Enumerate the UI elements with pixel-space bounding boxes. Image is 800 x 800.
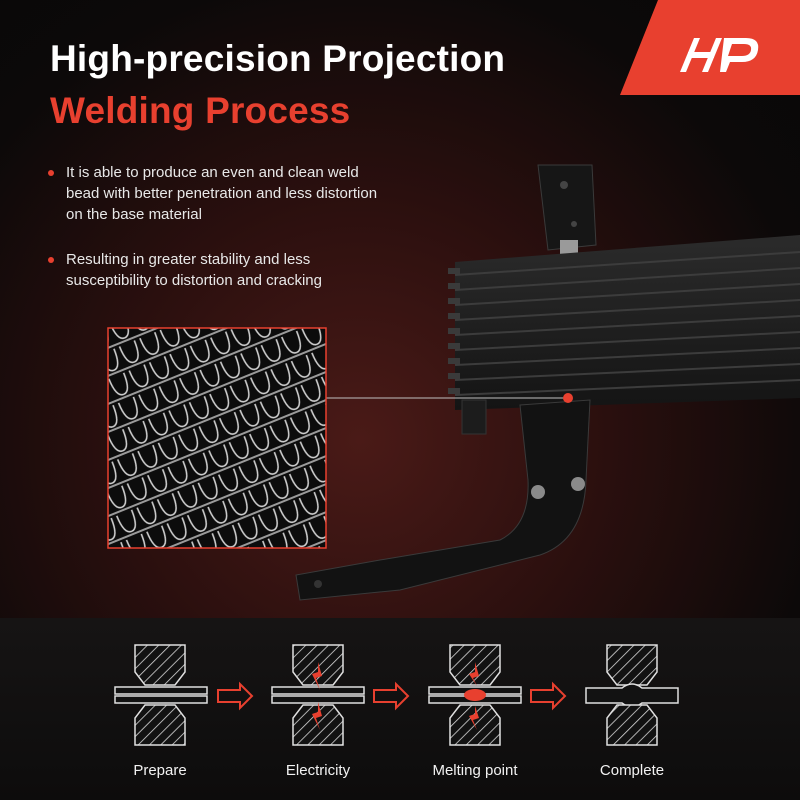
- page-title-line2: Welding Process: [50, 90, 351, 131]
- arrow-right-icon: [530, 681, 567, 711]
- bullet-text: Resulting in greater stability and less …: [66, 251, 322, 289]
- bullet-dot-icon: [48, 257, 54, 263]
- bullet-item: Resulting in greater stability and less …: [48, 249, 386, 291]
- electricity-diagram: [271, 644, 365, 746]
- transmission-cooler-image: [107, 164, 800, 601]
- arrow-right-icon: [373, 681, 410, 711]
- melting-point-diagram: [428, 644, 522, 746]
- step-label-melting-point: Melting point: [432, 762, 518, 779]
- bullet-text: It is able to produce an even and clean …: [66, 164, 378, 223]
- brand-logo: [620, 0, 800, 95]
- bullet-dot-icon: [48, 170, 54, 176]
- welding-process-panel: [0, 618, 800, 800]
- step-label-prepare: Prepare: [133, 762, 187, 779]
- prepare-diagram: [114, 644, 208, 746]
- page-title-line1: High-precision Projection: [50, 38, 506, 79]
- step-label-electricity: Electricity: [285, 762, 351, 779]
- welding-process-diagram: [114, 644, 679, 746]
- arrow-right-icon: [217, 681, 254, 711]
- bullet-item: It is able to produce an even and clean …: [48, 162, 386, 225]
- complete-diagram: [585, 644, 679, 746]
- step-label-complete: Complete: [599, 762, 665, 779]
- a-premium-logo-icon: [680, 38, 759, 72]
